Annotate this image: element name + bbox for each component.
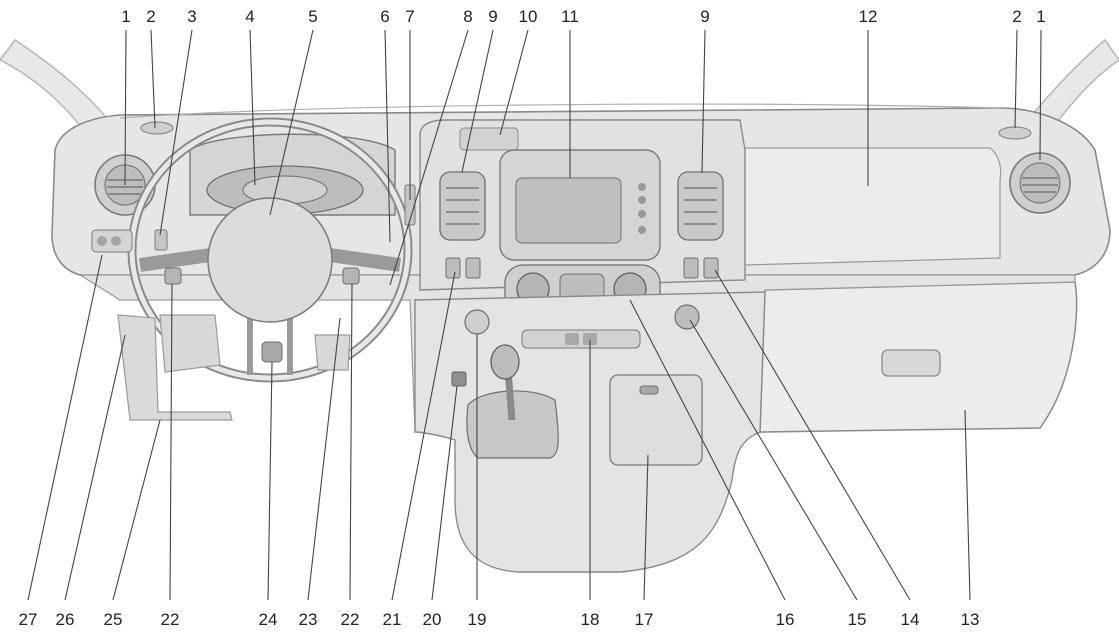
right-column-stalk-housing: [314, 334, 351, 371]
bottom-callout-22: 22: [161, 610, 180, 629]
bottom-callout-19: 19: [468, 610, 487, 629]
top-callout-11: 11: [561, 7, 579, 26]
top-leader-line-2: [1014, 29, 1018, 129]
lower-left-panel: [117, 314, 233, 421]
right-defrost-vent: [998, 126, 1032, 140]
top-leader-line-3: [159, 29, 193, 236]
driver-switch-1: [97, 236, 107, 246]
bottom-callout-17: 17: [635, 610, 654, 629]
gear-shift-knob: [490, 344, 520, 380]
center-console-knob-right: [674, 304, 700, 330]
infotainment-display: [515, 177, 622, 244]
top-leader-line-8: [389, 29, 469, 286]
bottom-leader-line-13: [964, 409, 971, 601]
driver-side-switch: [154, 229, 168, 251]
leader-lines: [27, 29, 1042, 601]
top-leader-line-5: [269, 29, 314, 216]
steering-column-cover: [159, 314, 221, 373]
top-callout-3: 3: [187, 7, 196, 26]
steering-wheel-right-controls: [342, 267, 360, 285]
bottom-leader-line-23: [307, 317, 341, 601]
center-console-knob-left: [464, 309, 490, 335]
left-defrost-vent: [140, 121, 174, 135]
top-leader-line-2: [150, 29, 156, 129]
storage-compartment: [609, 374, 703, 466]
top-callout-6: 6: [380, 7, 389, 26]
dashboard-top-edge: [119, 103, 1001, 119]
gear-shift-boot: [466, 390, 559, 459]
left-switch-b: [465, 257, 481, 279]
bottom-callout-16: 16: [776, 610, 795, 629]
bottom-callout-14: 14: [901, 610, 920, 629]
bottom-leader-line-21: [391, 271, 456, 601]
storage-compartment-latch: [639, 385, 659, 395]
bottom-callout-13: 13: [961, 610, 980, 629]
top-leader-line-6: [384, 29, 391, 243]
top-callout-7: 7: [405, 7, 414, 26]
bottom-callout-15: 15: [848, 610, 867, 629]
display-button-2: [638, 196, 646, 204]
glovebox-handle: [881, 349, 941, 377]
top-leader-line-1: [1039, 29, 1042, 161]
bottom-callout-23: 23: [299, 610, 318, 629]
center-switch-strip: [521, 329, 641, 349]
display-button-3: [638, 210, 646, 218]
left-switch-a: [445, 257, 461, 279]
driver-switch-2: [111, 236, 121, 246]
top-callout-1: 1: [1036, 7, 1045, 26]
center-switch-1: [565, 333, 579, 345]
top-leader-line-10: [499, 29, 529, 136]
passenger-upper-panel: [744, 147, 1002, 266]
top-callout-9: 9: [488, 7, 497, 26]
top-callout-8: 8: [463, 7, 472, 26]
bottom-leader-line-14: [714, 269, 911, 601]
top-callout-9: 9: [700, 7, 709, 26]
display-visor: [459, 127, 519, 151]
top-callout-10: 10: [519, 7, 538, 26]
bottom-callout-24: 24: [259, 610, 278, 629]
aux-socket: [451, 371, 467, 387]
bottom-callout-21: 21: [383, 610, 402, 629]
bottom-leader-line-24: [267, 361, 273, 601]
bottom-leader-line-26: [64, 334, 126, 601]
bottom-callout-20: 20: [423, 610, 442, 629]
steering-wheel-left-controls: [164, 267, 182, 285]
bottom-leader-line-20: [431, 385, 458, 601]
top-callout-2: 2: [146, 7, 155, 26]
top-leader-line-4: [249, 29, 256, 186]
top-leader-line-9: [701, 29, 706, 173]
bottom-callout-18: 18: [581, 610, 600, 629]
display-button-4: [638, 226, 646, 234]
steering-wheel-airbag: [207, 197, 333, 323]
top-callout-12: 12: [859, 7, 878, 26]
bottom-leader-line-22: [169, 283, 173, 601]
top-callout-4: 4: [245, 7, 254, 26]
horn-module: [261, 341, 283, 363]
bottom-callout-25: 25: [104, 610, 123, 629]
display-button-1: [638, 183, 646, 191]
bottom-leader-line-16: [629, 299, 786, 601]
top-callout-1: 1: [121, 7, 130, 26]
bottom-leader-line-15: [689, 319, 858, 601]
top-leader-line-1: [124, 29, 127, 186]
bottom-callout-27: 27: [19, 610, 38, 629]
bottom-leader-line-22: [349, 283, 353, 601]
top-callout-5: 5: [308, 7, 317, 26]
bottom-leader-line-17: [643, 454, 649, 601]
bottom-callout-22: 22: [341, 610, 360, 629]
right-center-air-vent: [677, 171, 724, 241]
bottom-callout-26: 26: [56, 610, 75, 629]
right-outer-air-vent: [1009, 152, 1071, 214]
bottom-leader-line-27: [27, 254, 103, 601]
top-leader-line-9: [461, 29, 494, 173]
right-switch-a: [683, 257, 699, 279]
top-callout-2: 2: [1012, 7, 1021, 26]
center-switch-2: [583, 333, 597, 345]
bottom-leader-line-25: [112, 419, 161, 601]
left-center-air-vent: [439, 171, 486, 241]
right-switch-b: [703, 257, 719, 279]
